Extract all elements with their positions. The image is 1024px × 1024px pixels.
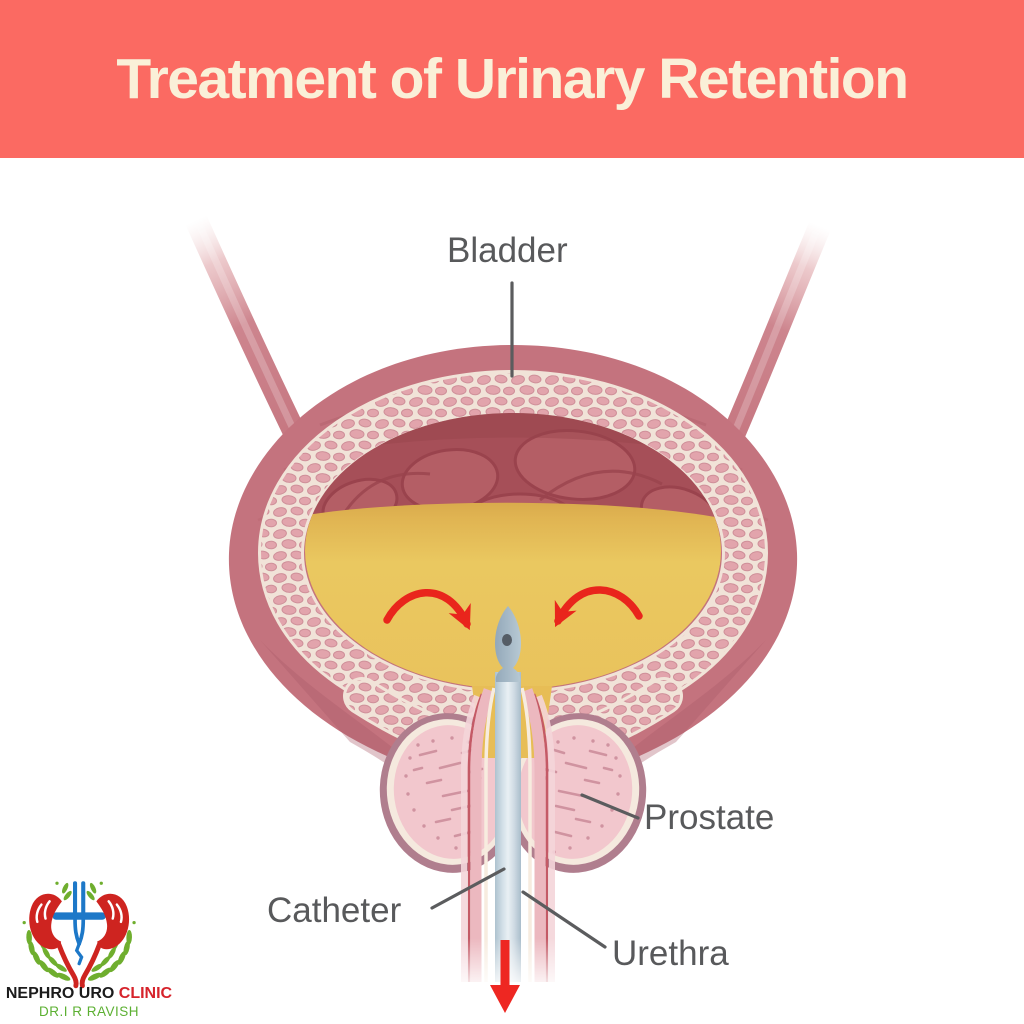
leader-lines xyxy=(430,281,640,949)
ureter-right xyxy=(714,214,832,464)
bladder-label: Bladder xyxy=(447,231,568,270)
flow-arrow-right xyxy=(554,586,643,628)
prostate-leader-line xyxy=(580,793,640,820)
ureter-left xyxy=(184,208,316,464)
catheter-leader-line xyxy=(430,867,506,910)
page-title: Treatment of Urinary Retention xyxy=(116,47,909,111)
doctor-name: DR.I R RAVISH xyxy=(38,1004,139,1019)
clinic-logo xyxy=(22,881,136,989)
flow-arrow-left xyxy=(383,589,471,631)
urethra-leader-line xyxy=(521,890,607,949)
laurel-leaves-icon xyxy=(22,881,136,981)
logo-ureters-icon xyxy=(56,941,103,989)
clinic-name-accent: CLINIC xyxy=(118,985,173,1002)
clinic-name-primary: NEPHRO URO xyxy=(5,985,119,1002)
flow-arrows xyxy=(383,586,643,631)
catheter-tube xyxy=(495,606,521,982)
urethra-label: Urethra xyxy=(612,934,729,973)
clinic-name: NEPHRO URO CLINIC xyxy=(0,985,178,1003)
urinary-tract-icon xyxy=(52,881,106,966)
outflow-arrow xyxy=(490,940,520,1013)
urine-fill xyxy=(305,502,721,689)
header-banner: Treatment of Urinary Retention xyxy=(0,0,1024,158)
catheter-eye xyxy=(502,634,512,646)
bladder-interior xyxy=(305,413,721,689)
catheter-label: Catheter xyxy=(267,891,402,930)
catheter-tip xyxy=(495,606,521,682)
urethra-walls xyxy=(461,687,555,982)
prostate-label: Prostate xyxy=(644,798,775,837)
kidneys-icon xyxy=(29,893,130,950)
